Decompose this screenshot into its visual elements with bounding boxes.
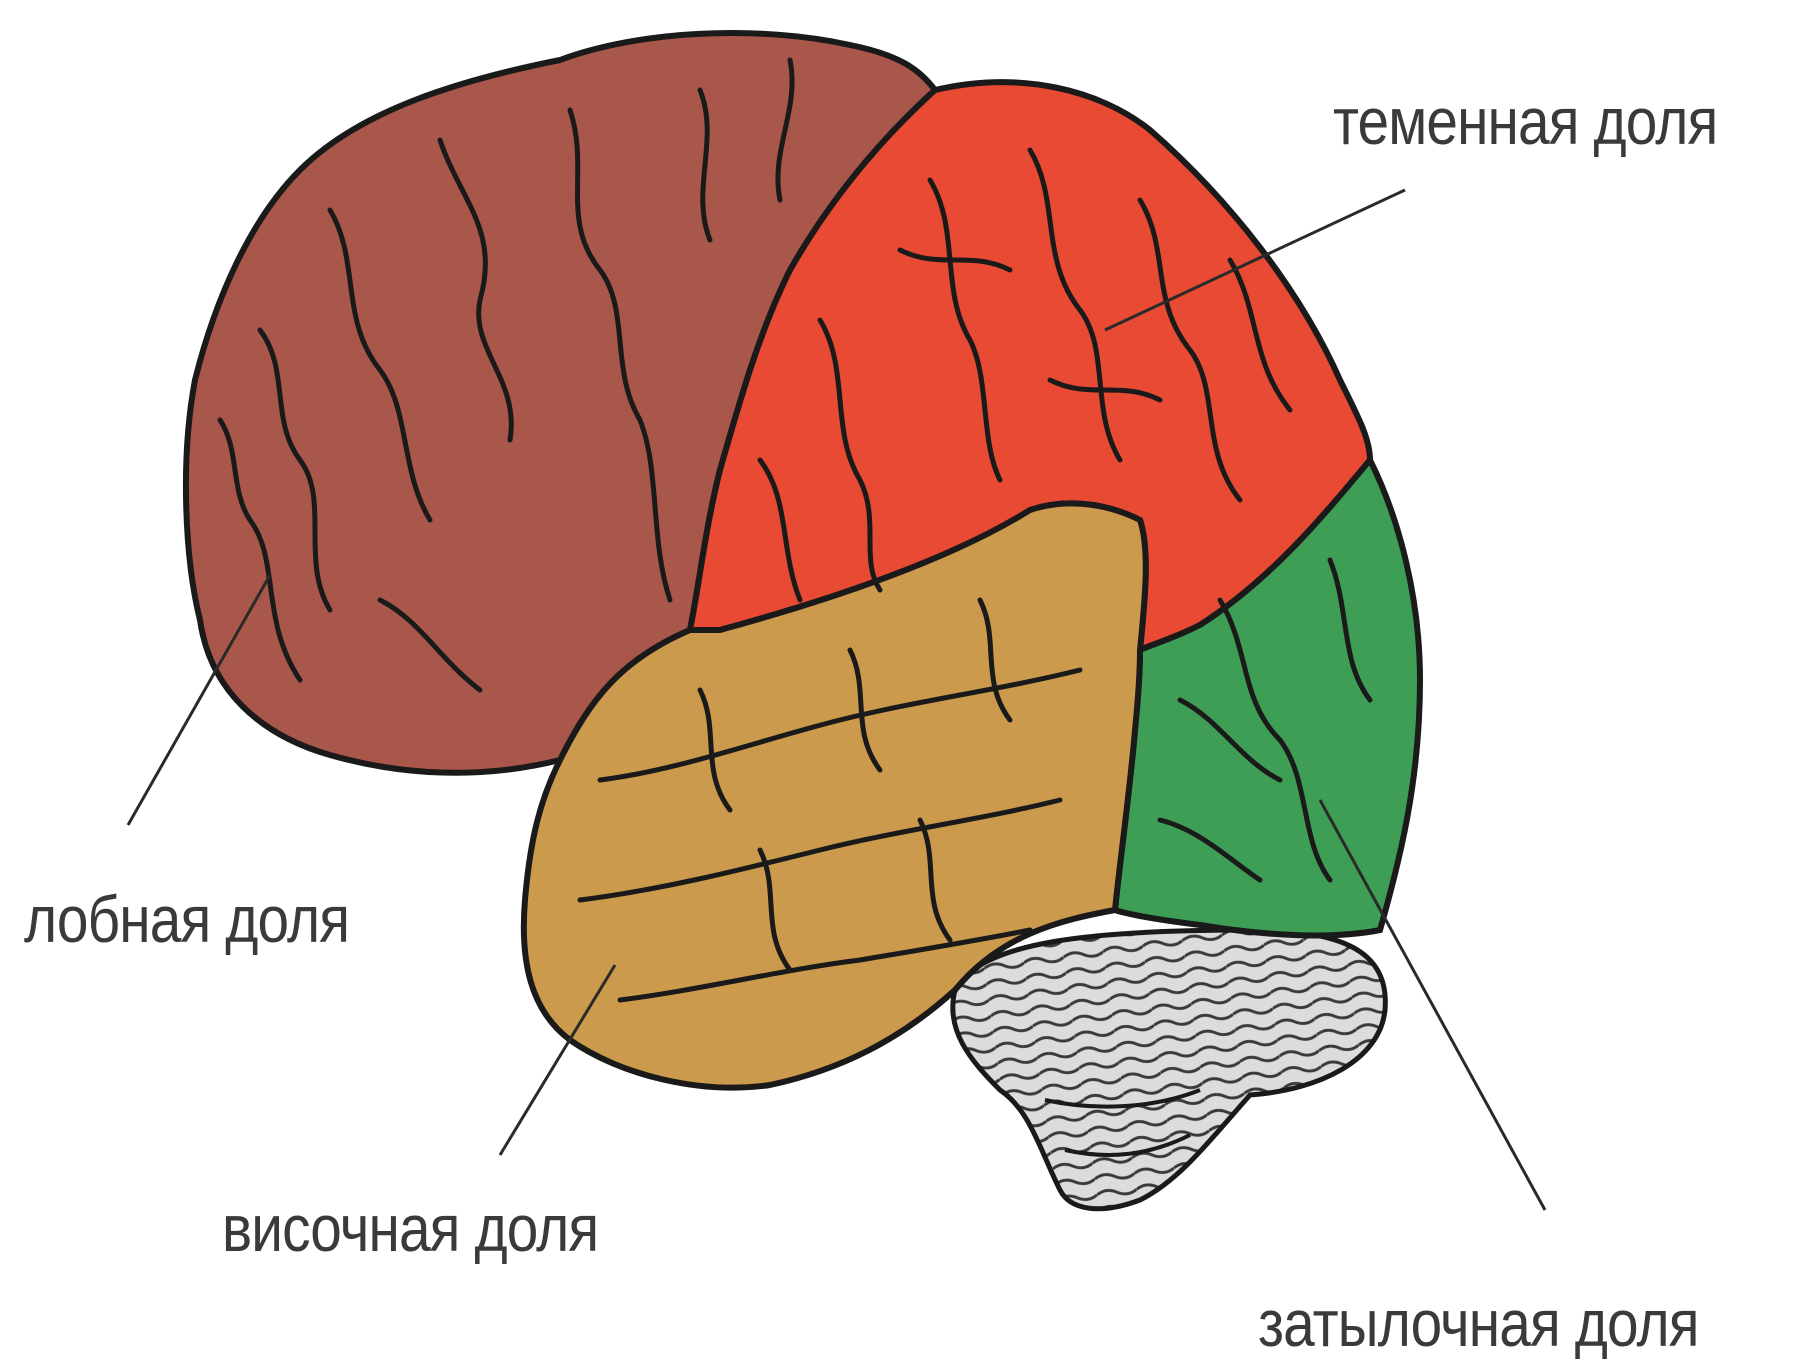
parietal-lobe-label: теменная доля [1333,88,1717,154]
temporal-lobe-label: височная доля [222,1195,598,1261]
frontal-lobe-label: лобная доля [24,886,349,952]
occipital-lobe-label: затылочная доля [1258,1290,1699,1356]
cerebellum-shape [953,930,1386,1209]
